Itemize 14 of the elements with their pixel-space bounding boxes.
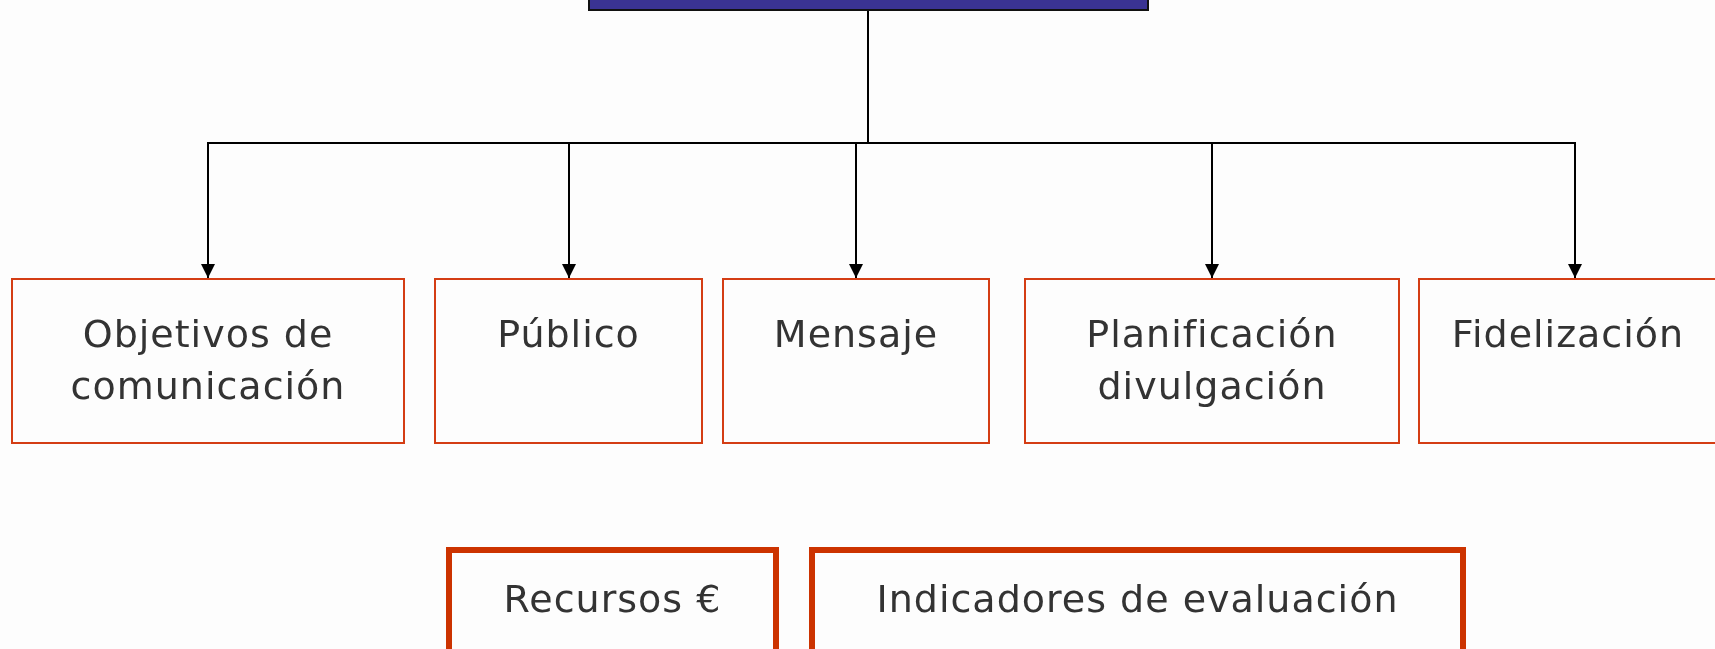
category-box [1024, 278, 1400, 444]
category-box [722, 278, 990, 444]
box-label: Recursos € [503, 576, 722, 623]
box-label: Público [497, 311, 640, 358]
category-box [1418, 278, 1715, 444]
category-box [11, 278, 405, 444]
box-label: Indicadores de evaluación [876, 576, 1399, 623]
box-label: Mensaje [773, 311, 939, 358]
box-label: Fidelización [1451, 311, 1685, 358]
indicator-box [809, 547, 1466, 649]
category-box [434, 278, 703, 444]
resource-box [446, 547, 779, 649]
box-label: Objetivos de comunicación [69, 311, 347, 411]
box-label: Planificación divulgación [1085, 311, 1339, 411]
